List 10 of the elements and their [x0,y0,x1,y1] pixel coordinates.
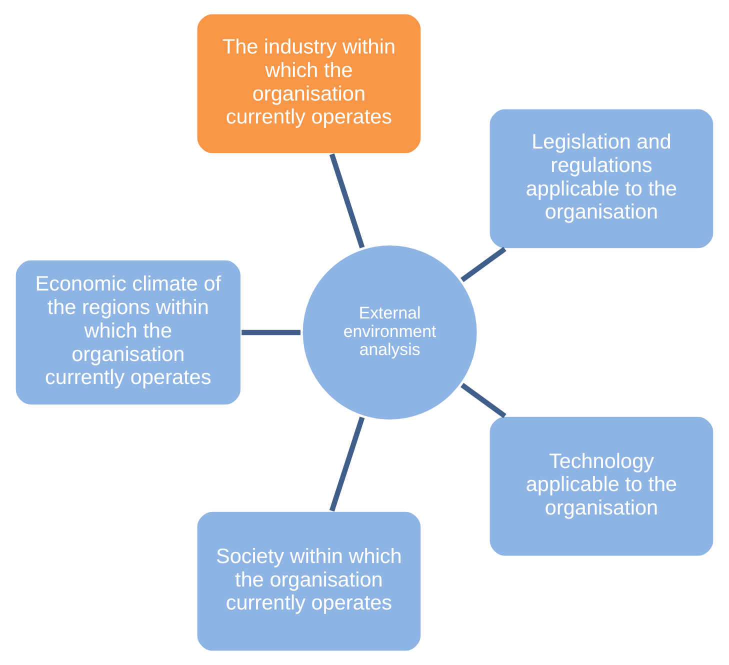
connector [242,330,300,336]
connector [460,382,506,418]
node-box: Economic climate of the regions within which the organisation currently operates [14,259,242,406]
connector [329,416,365,512]
connector [329,153,365,248]
node-box: Society within which the organisation currently operates [196,510,422,652]
node-box: The industry within which the organisation currently operates [196,12,422,154]
connector [460,246,506,282]
node-box: Technology applicable to the organisation [488,416,714,558]
node-box: Legislation and regulations applicable to the organisation [488,108,714,250]
